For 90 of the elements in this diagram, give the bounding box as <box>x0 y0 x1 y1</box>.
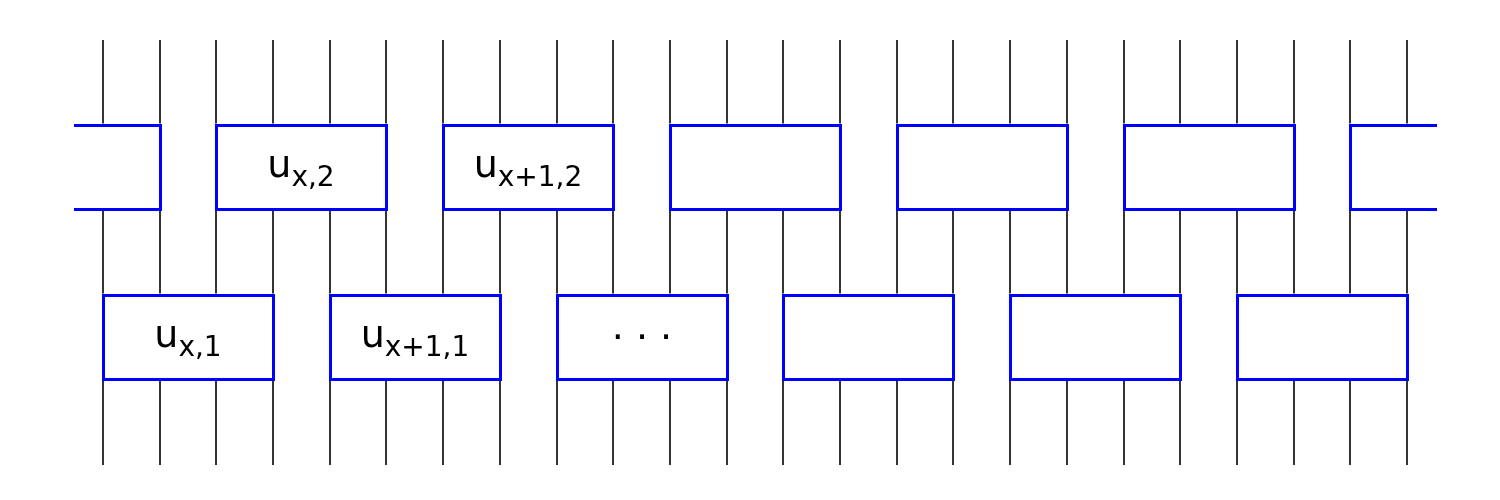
wire-line <box>952 379 954 466</box>
wire-line <box>215 209 217 295</box>
wire-line <box>782 209 784 295</box>
gate-label: u$_{x,1}$ <box>154 311 222 363</box>
empty-gate-box <box>781 293 955 381</box>
wire-line <box>1349 39 1351 125</box>
wire-line <box>726 39 728 125</box>
wire-line <box>839 39 841 125</box>
wire-line <box>896 379 898 466</box>
wire-line <box>1293 379 1295 466</box>
wire-line <box>215 379 217 466</box>
wire-line <box>272 39 274 125</box>
wire-line <box>556 209 558 295</box>
wire-line <box>159 209 161 295</box>
wire-line <box>1179 379 1181 466</box>
wire-line <box>1123 209 1125 295</box>
wire-line <box>1406 379 1408 466</box>
wire-line <box>896 209 898 295</box>
wire-line <box>102 39 104 125</box>
gate-box <box>555 293 729 381</box>
wire-line <box>1066 379 1068 466</box>
wire-line <box>159 379 161 466</box>
empty-gate-box <box>1122 123 1296 211</box>
wire-line <box>726 379 728 466</box>
wire-line <box>839 209 841 295</box>
empty-gate-box <box>1235 293 1409 381</box>
empty-gate-box <box>1008 293 1182 381</box>
wire-line <box>385 209 387 295</box>
gate-box <box>214 123 388 211</box>
wire-line <box>385 379 387 466</box>
wire-line <box>1406 39 1408 125</box>
wire-line <box>612 379 614 466</box>
wire-line <box>839 379 841 466</box>
wire-line <box>499 39 501 125</box>
wire-line <box>499 209 501 295</box>
gate-label: u$_{x+1,1}$ <box>360 311 470 363</box>
wire-line <box>1293 39 1295 125</box>
wire-line <box>669 39 671 125</box>
wire-line <box>385 39 387 125</box>
wire-line <box>669 209 671 295</box>
wire-line <box>669 379 671 466</box>
wire-line <box>1349 209 1351 295</box>
wire-line <box>1066 39 1068 125</box>
wire-line <box>442 209 444 295</box>
wire-line <box>499 379 501 466</box>
gate-box <box>441 123 615 211</box>
empty-gate-box <box>668 123 842 211</box>
wire-line <box>1123 39 1125 125</box>
wire-line <box>1123 379 1125 466</box>
wire-line <box>612 39 614 125</box>
gate-label: u$_{x,2}$ <box>267 141 335 193</box>
gate-label: u$_{x+1,2}$ <box>473 141 583 193</box>
wire-line <box>1236 379 1238 466</box>
wire-line <box>782 379 784 466</box>
wire-line <box>329 379 331 466</box>
wire-line <box>159 39 161 125</box>
wire-line <box>1066 209 1068 295</box>
wire-line <box>612 209 614 295</box>
wire-line <box>272 379 274 466</box>
wire-line <box>896 39 898 125</box>
wire-line <box>102 209 104 295</box>
wire-line <box>442 379 444 466</box>
wire-line <box>1236 209 1238 295</box>
gate-box <box>101 293 275 381</box>
wire-line <box>1236 39 1238 125</box>
wire-line <box>952 39 954 125</box>
wire-line <box>556 379 558 466</box>
wire-line <box>1293 209 1295 295</box>
wire-line <box>1349 379 1351 466</box>
wire-line <box>1179 39 1181 125</box>
partial-gate-box <box>1348 123 1437 211</box>
wire-line <box>1179 209 1181 295</box>
wire-line <box>556 39 558 125</box>
wire-line <box>1009 39 1011 125</box>
wire-line <box>1009 379 1011 466</box>
partial-gate-box <box>73 123 162 211</box>
wire-line <box>102 379 104 466</box>
wire-line <box>442 39 444 125</box>
wire-line <box>952 209 954 295</box>
wire-line <box>272 209 274 295</box>
wire-line <box>329 39 331 125</box>
wire-line <box>329 209 331 295</box>
wire-line <box>215 39 217 125</box>
empty-gate-box <box>895 123 1069 211</box>
gate-box <box>328 293 502 381</box>
wire-line <box>1406 209 1408 295</box>
wire-line <box>782 39 784 125</box>
wire-line <box>726 209 728 295</box>
wire-line <box>1009 209 1011 295</box>
gate-label: · · · <box>611 315 673 359</box>
